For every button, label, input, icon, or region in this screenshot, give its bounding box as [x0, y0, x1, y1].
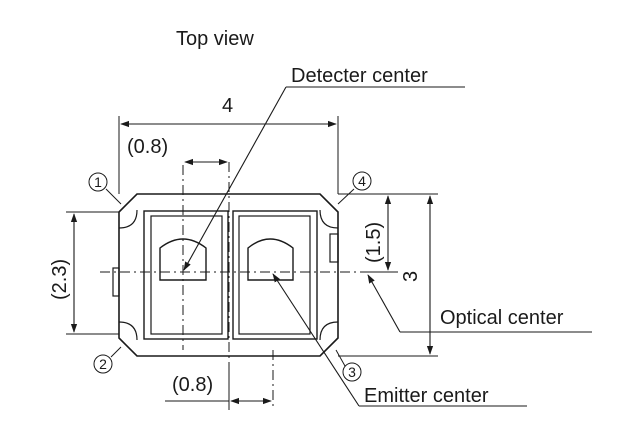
bottom-offset-label: (0.8)	[172, 374, 213, 396]
corner-pad-top-right	[319, 209, 339, 229]
corner-pad-bottom-right	[319, 321, 339, 341]
corner-pad-top-left	[118, 209, 138, 229]
optical-center-label: Optical center	[440, 307, 564, 329]
detector-dome	[159, 238, 207, 281]
package-outline	[118, 193, 339, 357]
detector-cavity-inner	[150, 215, 223, 335]
detector-leader	[183, 86, 287, 271]
pin3-circle	[342, 362, 362, 382]
left-side-tab	[112, 267, 120, 297]
width-dimension-label: 4	[222, 95, 233, 117]
emitter-cavity	[232, 210, 318, 340]
overall-height-label: 3	[400, 271, 422, 282]
pin4-circle	[352, 171, 372, 191]
left-height-label: (2.3)	[49, 259, 71, 300]
view-title: Top view	[176, 28, 254, 50]
emitter-leader	[272, 273, 360, 407]
right-height-label: (1.5)	[363, 222, 385, 263]
pin4-label: 4	[358, 173, 366, 189]
emitter-dome	[247, 238, 294, 281]
pin1-circle	[88, 172, 108, 192]
pin2-label: 2	[99, 356, 107, 372]
optical-leader	[367, 274, 401, 333]
pin2-circle	[93, 354, 113, 374]
corner-pad-bottom-left	[118, 321, 138, 341]
pin1-label: 1	[94, 174, 102, 190]
right-side-tab	[329, 233, 339, 263]
detector-center-label: Detecter center	[291, 65, 428, 87]
detector-cavity	[143, 210, 229, 340]
top-offset-label: (0.8)	[127, 136, 168, 158]
pin3-label: 3	[348, 364, 356, 380]
emitter-cavity-inner	[238, 215, 311, 335]
emitter-center-label: Emitter center	[364, 385, 489, 407]
